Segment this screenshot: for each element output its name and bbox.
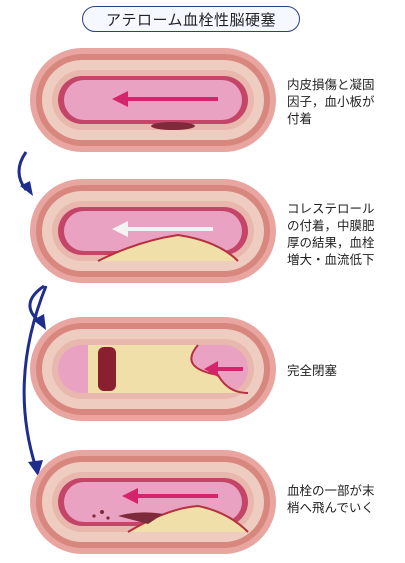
vessel-illustration-3 — [28, 313, 278, 425]
diagram-title: アテローム血栓性脳硬塞 — [82, 6, 300, 32]
vessel-illustration-1 — [28, 44, 278, 156]
stage-4-vessel — [28, 446, 278, 558]
stage-3-caption: 完全閉塞 — [287, 362, 405, 379]
vessel-illustration-2 — [28, 175, 278, 287]
stage-1-caption: 内皮損傷と凝固 因子，血小板が 付着 — [287, 76, 405, 127]
stage-2-caption: コレステロール の付着，中膜肥 厚の結果，血栓 増大・血流低下 — [287, 200, 405, 268]
stage-1-vessel — [28, 44, 278, 156]
stage-2-vessel — [28, 175, 278, 287]
stage-4-caption: 血栓の一部が末 梢へ飛んでいく — [287, 482, 405, 516]
vessel-illustration-4 — [28, 446, 278, 558]
stage-3-vessel — [28, 313, 278, 425]
